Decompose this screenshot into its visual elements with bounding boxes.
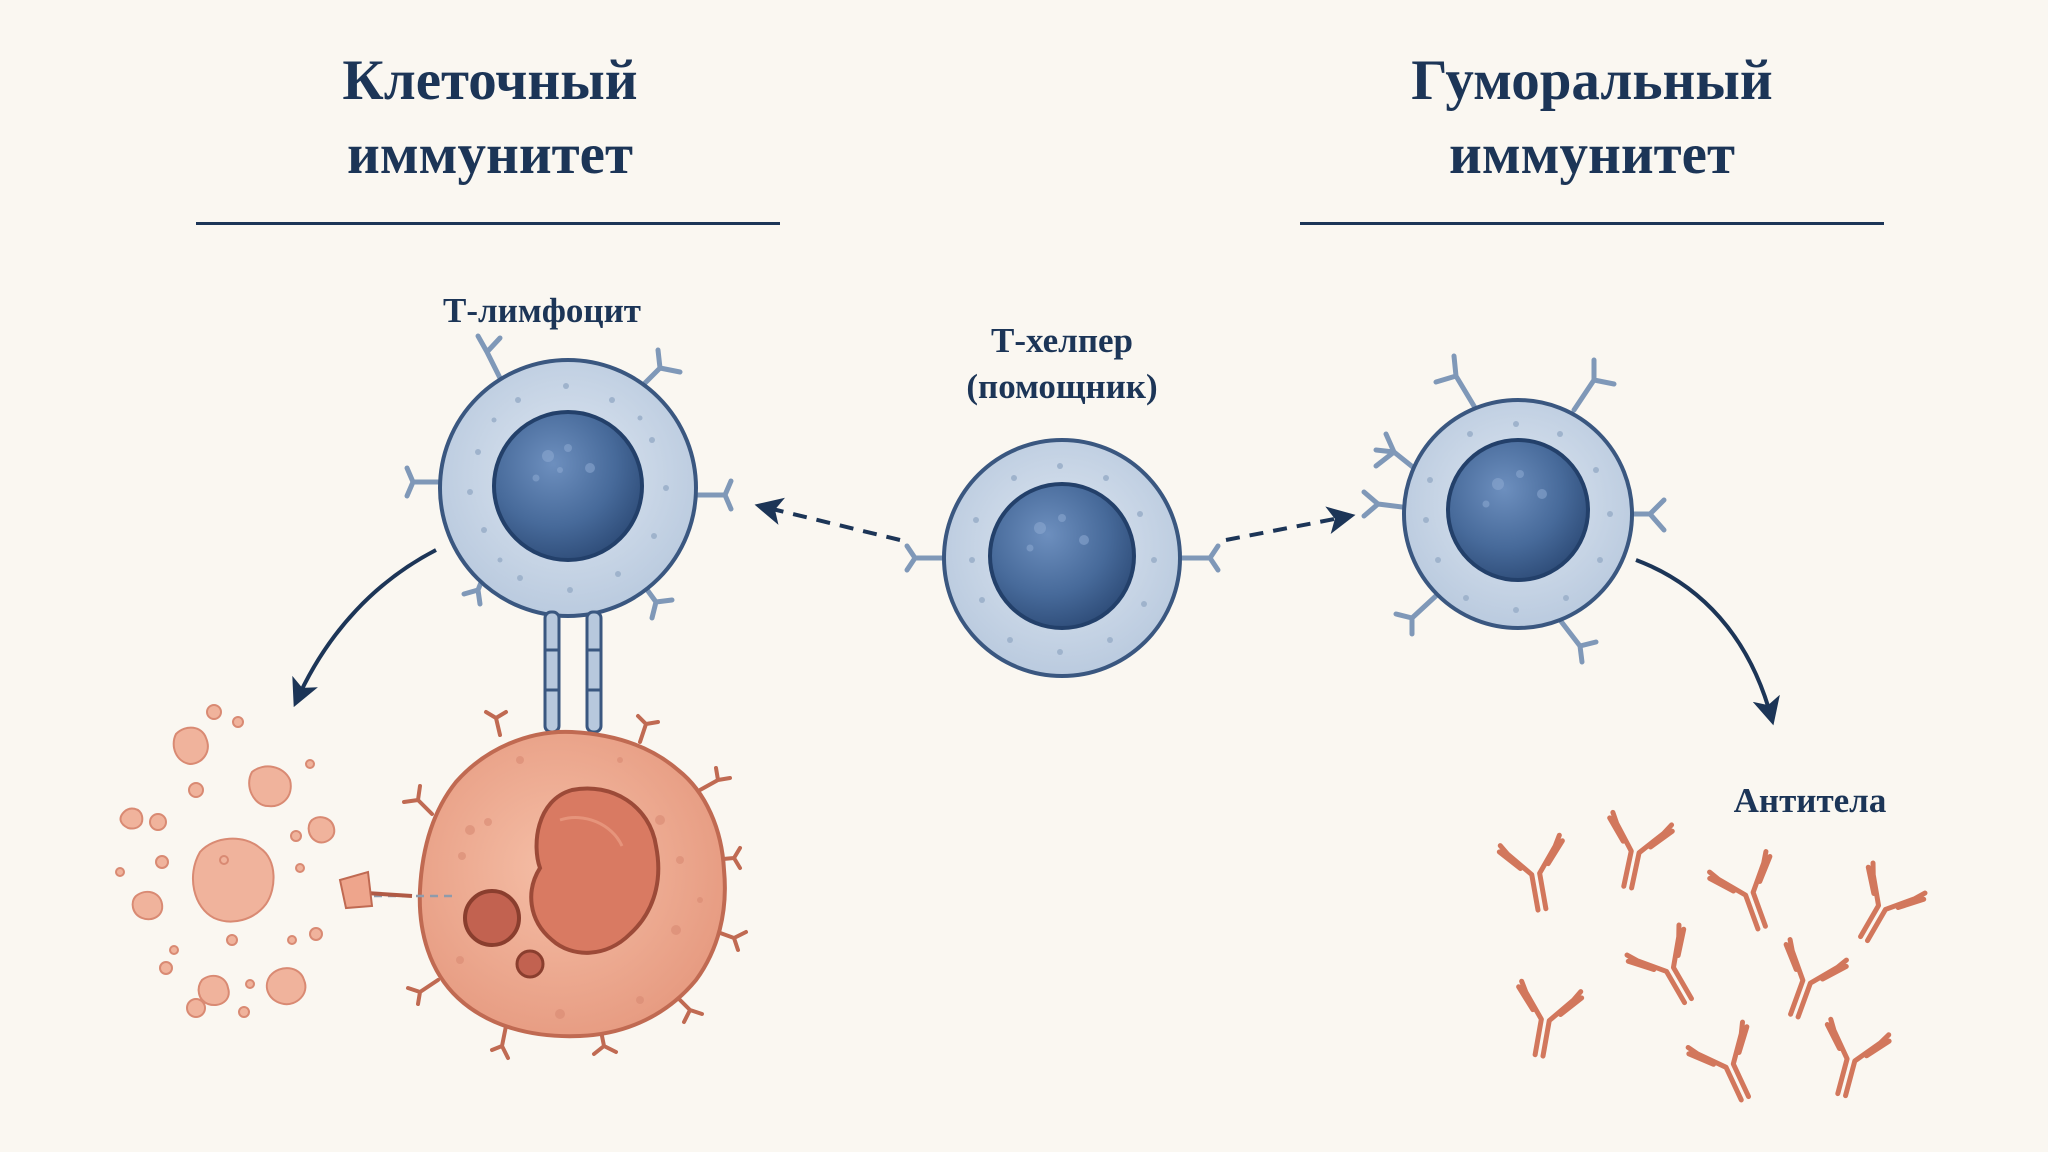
antibody-icon <box>1858 860 1928 944</box>
attack-arrow <box>365 891 413 898</box>
antibody-icon <box>1624 922 1694 1006</box>
antibody-icon <box>1685 1019 1752 1103</box>
cellular-title-rule <box>196 222 780 225</box>
humoral-title-line1: Гуморальный <box>1411 49 1773 112</box>
humoral-immunity-title: Гуморальный иммунитет <box>1282 44 1902 192</box>
humoral-title-rule <box>1300 222 1884 225</box>
b-cell <box>1361 353 1667 665</box>
t-lymphocyte-label: Т-лимфоцит <box>443 291 641 330</box>
antibody-icon <box>1783 937 1849 1020</box>
cellular-immunity-title: Клеточный иммунитет <box>180 44 800 192</box>
antibody-icon <box>1516 978 1585 1059</box>
antibody-icon <box>1824 1016 1892 1099</box>
cellular-title-line2: иммунитет <box>347 123 633 186</box>
antibody-icon <box>1607 809 1675 891</box>
humoral-curved-arrow <box>1635 558 1780 726</box>
antibody-icon <box>1496 832 1565 913</box>
t-helper-cell <box>904 438 1221 678</box>
t-helper-label-line2: (помощник) <box>966 367 1158 406</box>
ejected-fragment <box>338 870 374 910</box>
target-cell <box>402 710 748 1060</box>
cellular-title-line1: Клеточный <box>342 49 638 112</box>
t-helper-label-line1: Т-хелпер <box>991 321 1133 360</box>
lysed-cell-fragments <box>115 704 336 1018</box>
tcr-connector <box>543 610 603 734</box>
humoral-title-line2: иммунитет <box>1449 123 1735 186</box>
cellular-curved-arrow <box>292 548 437 708</box>
antibodies-label: Антитела <box>1733 781 1887 820</box>
t-lymphocyte-cell <box>404 333 734 621</box>
antibodies-group <box>1496 809 1928 1103</box>
antibody-icon <box>1707 849 1773 932</box>
helper-to-bcell-arrow <box>1225 506 1356 542</box>
helper-to-tcell-arrow <box>754 497 901 542</box>
t-helper-label: Т-хелпер (помощник) <box>912 318 1212 410</box>
